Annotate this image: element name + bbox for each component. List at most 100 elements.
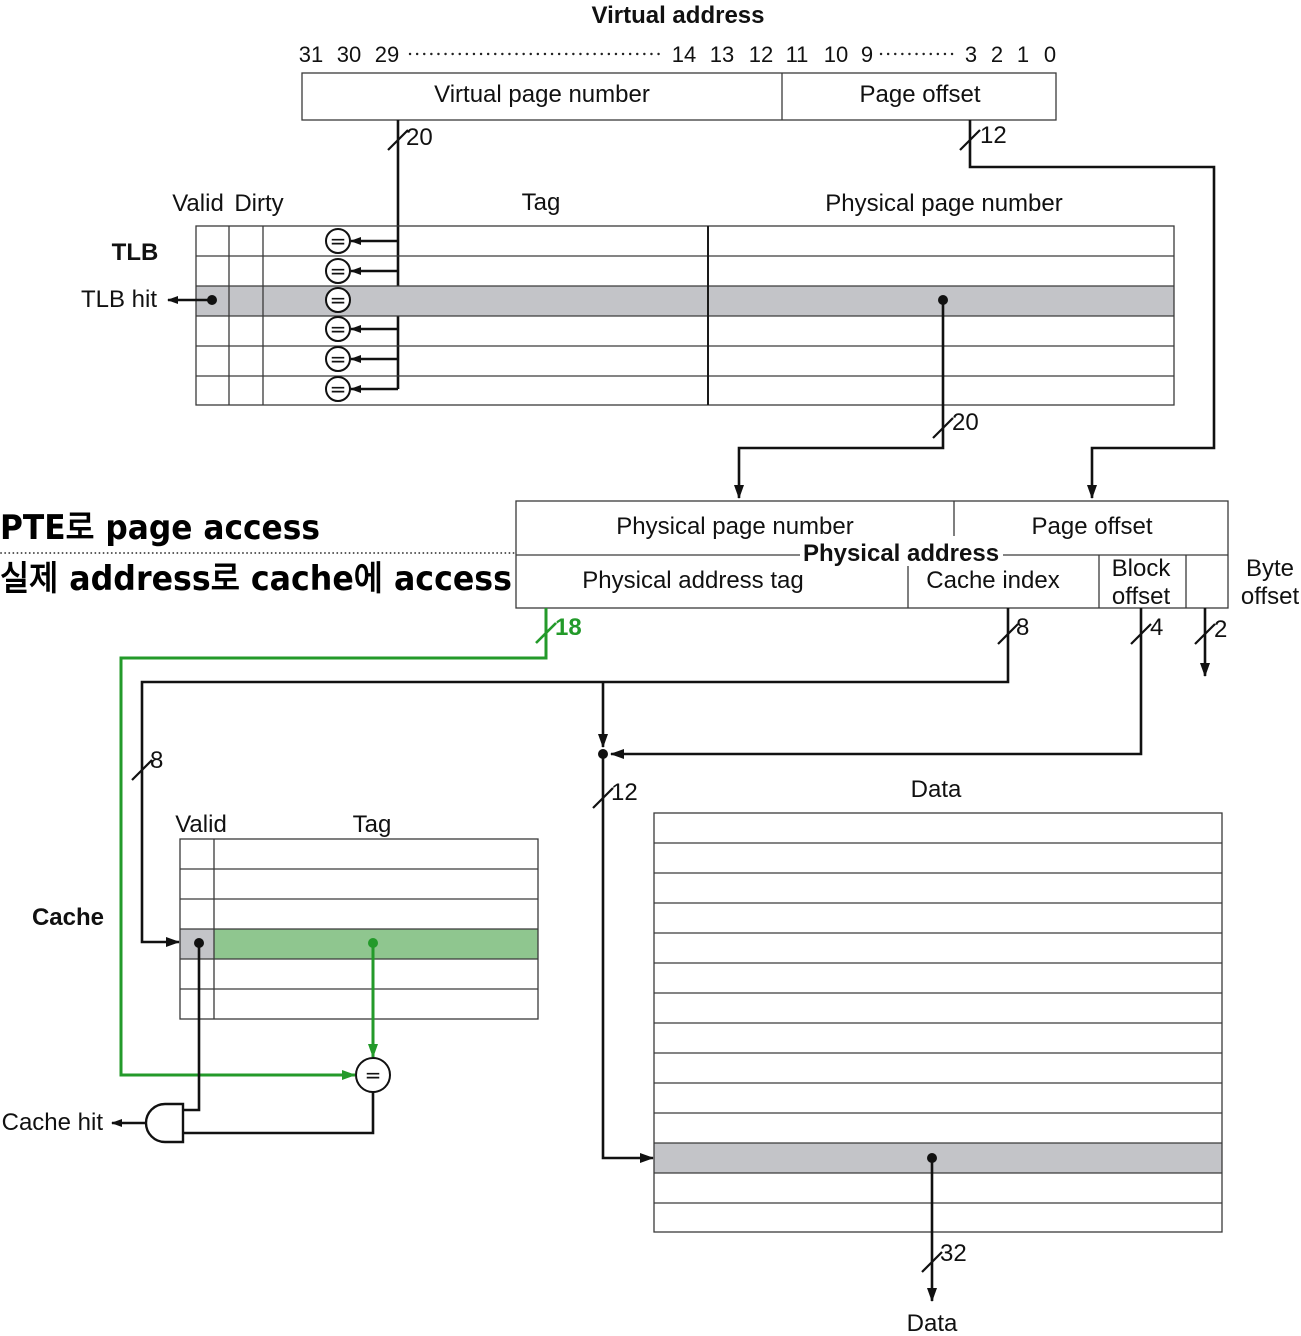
data-array: Data 32 Data — [653, 776, 1223, 1336]
data-index-bus: 12 — [592, 749, 654, 1163]
bus-width-slash — [1130, 623, 1152, 645]
annotations: PTE로 page access 실제 address로 cache에 acce… — [0, 508, 517, 599]
tlb-label: TLB — [112, 239, 159, 266]
virtual-page-number-field: Virtual page number — [434, 81, 650, 108]
cache: Cache Valid Tag = Cache hit — [2, 811, 539, 1144]
virtual-address-box — [301, 72, 1057, 121]
comparator-symbol: = — [365, 1063, 382, 1087]
virtual-address-title: Virtual address — [592, 2, 765, 29]
vpn-bus: 20 — [350, 120, 433, 393]
cache-tag-header: Tag — [353, 811, 392, 838]
comparator-symbol: = — [330, 377, 347, 401]
annotation-pte-page-access: PTE로 page access — [0, 508, 320, 548]
ppn-bus-width: 20 — [952, 409, 979, 436]
bus-width-slash — [932, 417, 954, 439]
block-offset-bus-wire — [610, 608, 1143, 759]
bit-label-0: 0 — [1044, 42, 1056, 67]
block-offset-field-line2: offset — [1112, 583, 1171, 610]
bit-label-31: 31 — [299, 42, 323, 67]
bus-width-slash — [592, 787, 614, 809]
bit-label-29: 29 — [375, 42, 399, 67]
cache-label: Cache — [32, 904, 104, 931]
virtual-address: Virtual address 31 30 29 14 13 12 11 10 … — [299, 2, 1057, 121]
bus-width-slash — [1194, 623, 1216, 645]
and-gate — [144, 1102, 185, 1144]
pa-tag-bus-wire — [119, 608, 548, 1080]
cache-valid-wire — [183, 943, 201, 1112]
block-offset-field-line1: Block — [1112, 555, 1172, 582]
bit-label-9: 9 — [861, 42, 873, 67]
physical-address: Physical page number Page offset Physica… — [515, 500, 1300, 610]
block-offset-bus: 4 — [610, 608, 1163, 759]
data-selected-row — [654, 1143, 1222, 1173]
physical-page-offset-field: Page offset — [1032, 513, 1153, 540]
cache-index-bus-wire — [140, 608, 1010, 947]
bit-label-1: 1 — [1017, 42, 1029, 67]
pa-tag-bus-width: 18 — [555, 614, 582, 641]
byte-offset-bus: 2 — [1194, 608, 1227, 677]
tlb-hit-row — [196, 286, 1174, 316]
tlb-valid-header: Valid — [172, 190, 224, 217]
bit-label-12: 12 — [749, 42, 773, 67]
vpn-bus-width: 20 — [406, 124, 433, 151]
bit-label-2: 2 — [991, 42, 1003, 67]
bit-label-10: 10 — [824, 42, 848, 67]
data-out-label: Data — [907, 1310, 958, 1336]
tlb-comparator — [325, 346, 351, 372]
data-out-bus-width: 32 — [940, 1240, 967, 1267]
comparator-symbol: = — [330, 347, 347, 371]
tlb-dirty-header: Dirty — [234, 190, 283, 217]
bus-width-slash — [921, 1251, 943, 1273]
cache-index-field: Cache index — [926, 567, 1059, 594]
block-offset-bus-width: 4 — [1150, 614, 1163, 641]
ppn-bus-wire — [734, 300, 945, 499]
cache-index-bus-width: 8 — [1016, 614, 1029, 641]
byte-offset-bus-width: 2 — [1214, 616, 1227, 643]
comparator-output-wire — [183, 1092, 375, 1135]
tlb-hit-label: TLB hit — [81, 286, 157, 313]
bit-numbers: 31 30 29 14 13 12 11 10 9 3 2 1 0 — [299, 42, 1056, 67]
tlb-comparator — [325, 228, 351, 254]
bit-label-30: 30 — [337, 42, 361, 67]
tlb-tag-header: Tag — [522, 189, 561, 216]
annotation-cache-access: 실제 address로 cache에 access — [0, 559, 512, 599]
physical-page-number-field: Physical page number — [616, 513, 853, 540]
bus-width-slash — [131, 759, 153, 781]
cache-hit-label: Cache hit — [2, 1109, 104, 1136]
tlb-comparators: = = = = = = — [325, 228, 351, 402]
cache-index-bus: 8 8 — [131, 608, 1029, 947]
tlb-comparator — [325, 316, 351, 342]
pa-tag-bus: 18 — [119, 608, 582, 1080]
page-offset-bus: 12 — [959, 120, 1216, 499]
bus-width-slash — [959, 129, 981, 151]
tlb-comparator — [325, 376, 351, 402]
tlb-ppn-header: Physical page number — [825, 190, 1062, 217]
tlb-comparator — [325, 258, 351, 284]
bus-width-slash — [997, 623, 1019, 645]
comparator-symbol: = — [330, 229, 347, 253]
bit-label-3: 3 — [965, 42, 977, 67]
byte-offset-label-line1: Byte — [1246, 555, 1294, 582]
data-array-header: Data — [911, 776, 962, 803]
bus-width-slash — [387, 129, 409, 151]
tlb-comparator — [325, 287, 351, 313]
comparator-symbol: = — [330, 317, 347, 341]
page-offset-bus-width: 12 — [980, 122, 1007, 149]
tag-array-index-bus-width: 8 — [150, 747, 163, 774]
bit-label-11: 11 — [786, 42, 809, 67]
data-index-bus-width: 12 — [611, 779, 638, 806]
comparator-symbol: = — [330, 288, 347, 312]
cache-valid-header: Valid — [175, 811, 227, 838]
tlb: TLB Valid Dirty Tag Physical page number… — [81, 189, 1175, 499]
data-index-bus-wire — [601, 754, 654, 1163]
byte-offset-label-line2: offset — [1241, 583, 1300, 610]
bit-label-14: 14 — [672, 42, 696, 67]
virtual-page-offset-field: Page offset — [860, 81, 981, 108]
bit-label-13: 13 — [710, 42, 734, 67]
comparator-symbol: = — [330, 259, 347, 283]
page-offset-bus-wire — [968, 120, 1216, 499]
physical-address-title: Physical address — [803, 540, 999, 567]
physical-address-tag-field: Physical address tag — [582, 567, 803, 594]
bus-width-slash — [535, 622, 557, 644]
